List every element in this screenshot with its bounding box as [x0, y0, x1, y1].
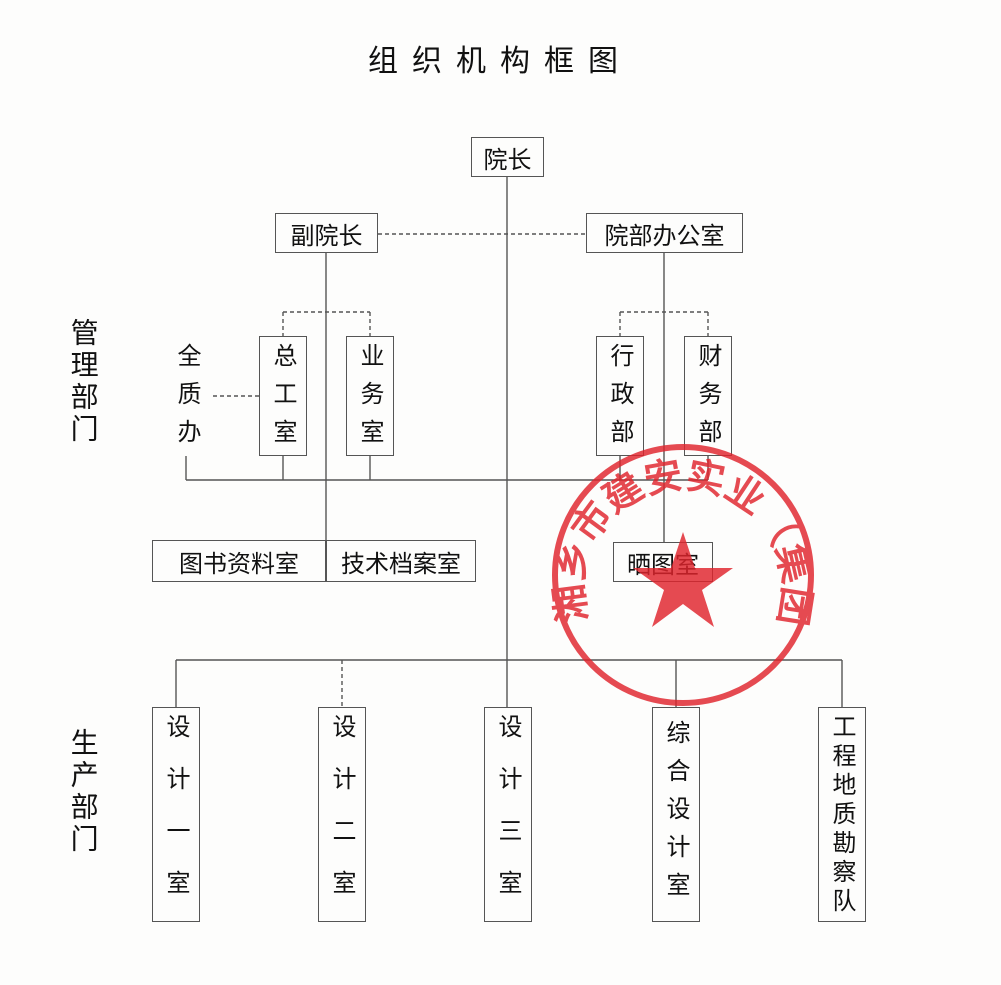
president-label: 院长 — [483, 145, 532, 174]
business-office-label: 业务室 — [356, 343, 384, 457]
management-label: 管理部门 — [62, 318, 103, 446]
integrated-design-room-label: 综合设计室 — [662, 719, 690, 910]
design-room-2-box: 设计二室 — [318, 707, 366, 922]
geo-survey-team-box: 工程地质勘察队 — [818, 707, 866, 922]
production-label-text: 生产部门 — [66, 728, 100, 856]
vice-president-box: 副院长 — [275, 213, 378, 253]
finance-department-box: 财务部 — [684, 336, 732, 457]
finance-department-label: 财务部 — [694, 343, 722, 457]
chart-title: 组织机构框图 — [368, 44, 632, 79]
president-box: 院长 — [471, 137, 544, 177]
quality-office-label: 全质办 — [173, 343, 201, 457]
vice-president-label: 副院长 — [290, 221, 363, 250]
design-room-2-label: 设计二室 — [328, 714, 356, 922]
library-room-label: 图书资料室 — [179, 549, 299, 578]
management-label-text: 管理部门 — [66, 318, 100, 446]
chief-engineer-office-box: 总工室 — [259, 336, 307, 457]
design-room-1-label: 设计一室 — [162, 714, 190, 922]
admin-department-label: 行政部 — [606, 343, 634, 457]
president-office-box: 院部办公室 — [586, 213, 743, 253]
tech-archive-room-box: 技术档案室 — [326, 540, 476, 582]
company-seal-icon: 湘乡市建安实业（集团）有限公司 — [548, 440, 818, 706]
president-office-label: 院部办公室 — [604, 221, 725, 250]
library-room-box: 图书资料室 — [152, 540, 326, 582]
geo-survey-team-label: 工程地质勘察队 — [828, 714, 856, 917]
design-room-1-box: 设计一室 — [152, 707, 200, 922]
integrated-design-room-box: 综合设计室 — [652, 707, 700, 922]
design-room-3-label: 设计三室 — [494, 714, 522, 922]
design-room-3-box: 设计三室 — [484, 707, 532, 922]
admin-department-box: 行政部 — [596, 336, 644, 457]
quality-office-box: 全质办 — [164, 336, 210, 457]
production-label: 生产部门 — [62, 728, 103, 856]
chief-engineer-office-label: 总工室 — [269, 343, 297, 457]
tech-archive-room-label: 技术档案室 — [341, 549, 461, 578]
business-office-box: 业务室 — [346, 336, 394, 457]
